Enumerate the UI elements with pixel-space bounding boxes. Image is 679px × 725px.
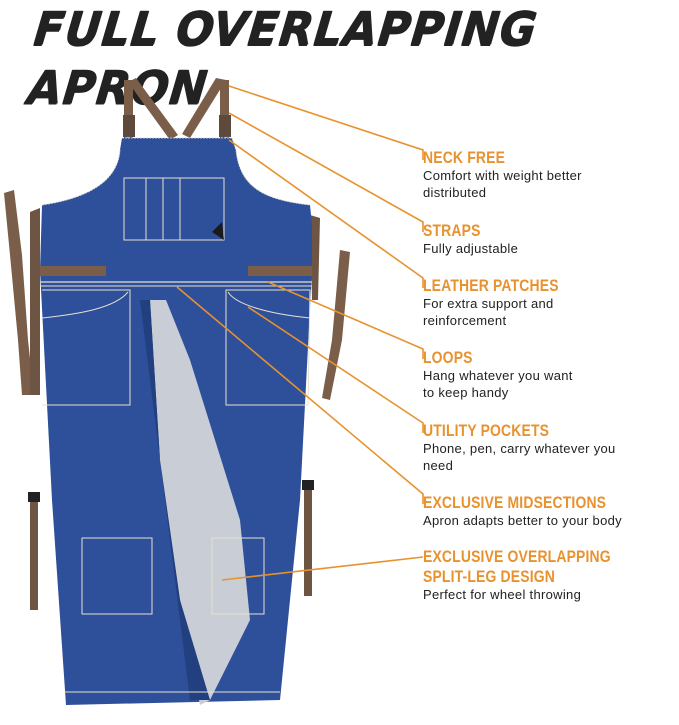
feature-utility-pockets: UTILITY POCKETS Phone, pen, carry whatev… (423, 421, 673, 474)
feature-desc-line: distributed (423, 184, 487, 200)
feature-label: STRAPS (423, 221, 481, 240)
feature-desc-line: Fully adjustable (423, 241, 519, 256)
feature-label: LEATHER PATCHES (423, 276, 559, 295)
feature-desc-line: For extra support and (423, 296, 554, 311)
feature-label-line: EXCLUSIVE OVERLAPPING (423, 547, 611, 566)
feature-desc-line: to keep handy (423, 384, 509, 400)
feature-desc-line: Comfort with weight better (423, 168, 582, 183)
left-waist-tie (4, 190, 40, 395)
apron-body (40, 137, 312, 705)
callout-exclusive-midsections (176, 286, 424, 504)
feature-desc-line: need (423, 457, 454, 473)
feature-label: NECK FREE (423, 148, 506, 167)
right-waist-tie (310, 215, 350, 400)
callout-loops (267, 281, 424, 359)
callout-utility-pockets (247, 306, 424, 433)
feature-straps: STRAPS Fully adjustable (423, 221, 673, 258)
feature-desc-line: Perfect for wheel throwing (423, 587, 582, 602)
callout-lines (176, 85, 424, 581)
feature-leather-patches: LEATHER PATCHES For extra support and re… (423, 276, 673, 329)
feature-label-line: SPLIT-LEG DESIGN (423, 567, 555, 586)
callout-leather-patches (228, 139, 424, 288)
neck-straps (123, 78, 231, 150)
feature-label: LOOPS (423, 348, 473, 367)
feature-label: EXCLUSIVE MIDSECTIONS (423, 493, 607, 512)
feature-label: UTILITY POCKETS (423, 421, 550, 440)
feature-desc-line: Phone, pen, carry whatever you (423, 441, 616, 456)
feature-desc-line: reinforcement (423, 312, 507, 328)
right-buckle-strap (302, 480, 314, 596)
feature-loops: LOOPS Hang whatever you want to keep han… (423, 348, 673, 401)
feature-exclusive-midsections: EXCLUSIVE MIDSECTIONS Apron adapts bette… (423, 493, 673, 530)
feature-desc-line: Hang whatever you want (423, 368, 573, 383)
feature-desc-line: Apron adapts better to your body (423, 513, 622, 528)
left-buckle-strap (28, 492, 40, 610)
feature-neck-free: NECK FREE Comfort with weight better dis… (423, 148, 673, 201)
callout-neck-free (228, 85, 424, 160)
callout-straps (228, 112, 424, 232)
feature-split-leg-design: EXCLUSIVE OVERLAPPING SPLIT-LEG DESIGN P… (423, 547, 673, 604)
callout-split-leg (221, 556, 424, 581)
